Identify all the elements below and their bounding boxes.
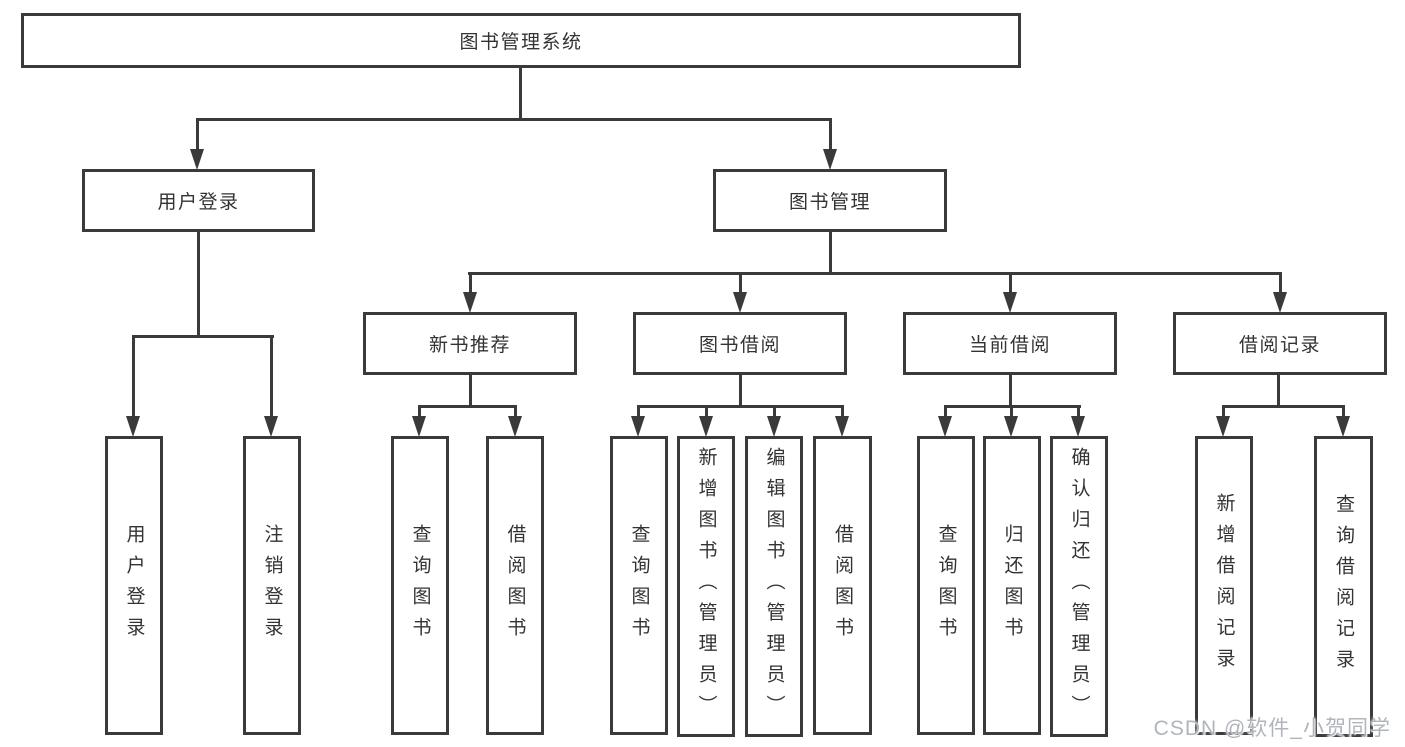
node-book-borrow: 图书借阅	[633, 312, 847, 375]
connector-line	[1077, 405, 1080, 419]
arrowhead-down	[1003, 292, 1017, 313]
leaf-user-login: 用户登录	[105, 436, 163, 735]
node-label: 编辑图书（管理员）	[763, 447, 785, 726]
arrowhead-down	[508, 416, 522, 437]
node-current-borrow: 当前借阅	[903, 312, 1117, 375]
connector-line	[1222, 405, 1345, 408]
arrowhead-down	[767, 416, 781, 437]
connector-line	[1222, 405, 1225, 419]
connector-line	[469, 272, 472, 296]
node-label: 新增图书（管理员）	[695, 447, 717, 726]
connector-line	[1010, 405, 1013, 419]
connector-line	[773, 405, 776, 419]
node-label: 用户登录	[157, 192, 240, 213]
node-label: 查询图书	[935, 523, 957, 648]
leaf-add-book-admin: 新增图书（管理员）	[677, 436, 735, 737]
leaf-edit-book-admin: 编辑图书（管理员）	[745, 436, 803, 737]
connector-line	[418, 405, 517, 408]
arrowhead-down	[264, 416, 278, 437]
arrowhead-down	[631, 416, 645, 437]
connector-line	[468, 272, 1282, 275]
connector-line	[829, 232, 832, 272]
connector-line	[705, 405, 708, 419]
leaf-confirm-return-admin: 确认归还（管理员）	[1050, 436, 1108, 737]
arrowhead-down	[1004, 416, 1018, 437]
node-book-management: 图书管理	[713, 169, 947, 232]
arrowhead-down	[938, 416, 952, 437]
arrowhead-down	[1273, 292, 1287, 313]
node-root-system: 图书管理系统	[21, 13, 1021, 68]
node-label: 图书管理系统	[459, 32, 583, 53]
node-label: 注销登录	[261, 523, 283, 648]
connector-line	[944, 405, 947, 419]
arrowhead-down	[823, 149, 837, 170]
arrowhead-down	[190, 149, 204, 170]
node-user-login: 用户登录	[82, 169, 315, 232]
node-label: 新增借阅记录	[1213, 492, 1235, 679]
node-label: 当前借阅	[968, 335, 1051, 356]
node-label: 确认归还（管理员）	[1068, 447, 1090, 726]
leaf-add-borrow-record: 新增借阅记录	[1195, 436, 1253, 735]
node-label: 借阅图书	[832, 523, 853, 648]
connector-line	[739, 375, 742, 405]
connector-line	[519, 67, 522, 118]
connector-line	[1009, 272, 1012, 296]
leaf-query-books-recommend: 查询图书	[391, 436, 449, 735]
connector-line	[132, 335, 274, 338]
arrowhead-down	[1336, 416, 1350, 437]
connector-line	[739, 272, 742, 296]
connector-line	[829, 118, 832, 152]
node-label: 查询图书	[628, 523, 650, 648]
connector-line	[841, 405, 844, 419]
node-new-book-recommend: 新书推荐	[363, 312, 577, 375]
connector-line	[514, 405, 517, 419]
connector-line	[1279, 272, 1282, 296]
arrowhead-down	[733, 292, 747, 313]
arrowhead-down	[1216, 416, 1230, 437]
node-label: 借阅记录	[1238, 335, 1321, 356]
arrowhead-down	[835, 416, 849, 437]
leaf-borrow-books-recommend: 借阅图书	[486, 436, 544, 735]
arrowhead-down	[699, 416, 713, 437]
node-label: 图书管理	[788, 192, 871, 213]
connector-line	[1342, 405, 1345, 419]
connector-line	[132, 335, 135, 419]
arrowhead-down	[1071, 416, 1085, 437]
csdn-watermark: CSDN @软件_小贺同学	[1153, 717, 1391, 740]
node-label: 用户登录	[123, 523, 145, 648]
leaf-query-books-borrow: 查询图书	[610, 436, 668, 735]
connector-line	[637, 405, 844, 408]
node-label: 图书借阅	[698, 335, 781, 356]
node-label: 查询借阅记录	[1333, 493, 1354, 680]
node-label: 归还图书	[1001, 523, 1023, 648]
connector-line	[469, 375, 472, 405]
connector-line	[637, 405, 640, 419]
connector-line	[418, 405, 421, 419]
connector-line	[270, 335, 273, 419]
leaf-query-borrow-record: 查询借阅记录	[1314, 436, 1373, 737]
connector-line	[196, 118, 832, 121]
leaf-return-book: 归还图书	[983, 436, 1041, 735]
connector-line	[1277, 375, 1280, 407]
leaf-query-books-current: 查询图书	[917, 436, 975, 735]
arrowhead-down	[412, 416, 426, 437]
connector-line	[1009, 375, 1012, 405]
node-label: 新书推荐	[428, 335, 511, 356]
arrowhead-down	[463, 292, 477, 313]
node-label: 查询图书	[409, 523, 431, 648]
leaf-logout: 注销登录	[243, 436, 301, 735]
connector-line	[196, 118, 199, 152]
arrowhead-down	[126, 416, 140, 437]
node-label: 借阅图书	[504, 523, 526, 648]
connector-line	[197, 232, 200, 335]
node-borrow-records: 借阅记录	[1173, 312, 1387, 375]
leaf-borrow-books: 借阅图书	[813, 436, 872, 735]
